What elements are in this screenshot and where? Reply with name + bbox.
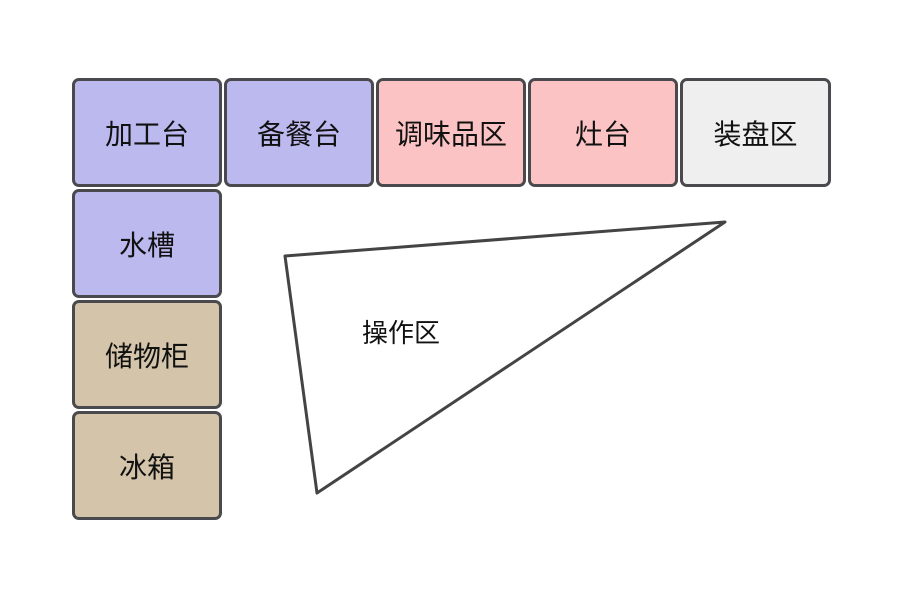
zone-sink: 水槽 bbox=[72, 189, 222, 298]
zone-plating: 装盘区 bbox=[680, 78, 831, 187]
work-triangle-shape bbox=[283, 220, 727, 495]
zone-stove: 灶台 bbox=[528, 78, 678, 187]
zone-seasoning: 调味品区 bbox=[376, 78, 526, 187]
zone-processing-table: 加工台 bbox=[72, 78, 222, 187]
work-area-label: 操作区 bbox=[362, 319, 441, 349]
zone-fridge: 冰箱 bbox=[72, 411, 222, 520]
zone-serving-prep-table: 备餐台 bbox=[224, 78, 374, 187]
zone-cabinet: 储物柜 bbox=[72, 300, 222, 409]
